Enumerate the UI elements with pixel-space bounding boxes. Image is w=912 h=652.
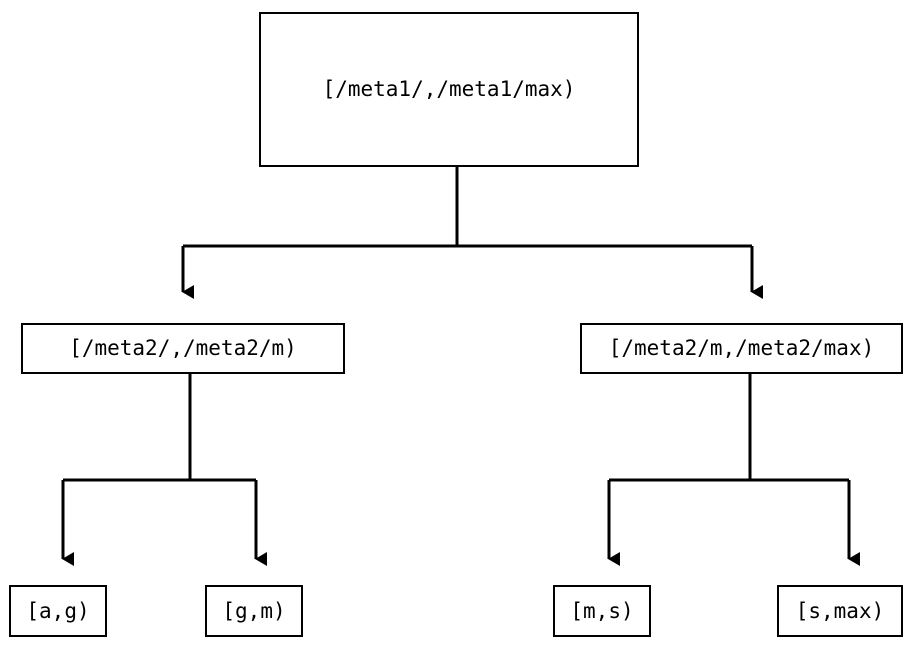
node-mid-right[interactable]: [/meta2/m,/meta2/max) xyxy=(580,323,903,374)
node-mid-left[interactable]: [/meta2/,/meta2/m) xyxy=(21,323,345,374)
node-root-label: [/meta1/,/meta1/max) xyxy=(322,77,576,101)
node-leaf-1[interactable]: [a,g) xyxy=(9,585,107,637)
node-leaf-3[interactable]: [m,s) xyxy=(553,585,651,637)
node-root[interactable]: [/meta1/,/meta1/max) xyxy=(259,12,639,167)
node-mid-right-label: [/meta2/m,/meta2/max) xyxy=(608,336,875,360)
node-leaf-2-label: [g,m) xyxy=(222,598,286,623)
edge-root-to-mid xyxy=(181,167,763,299)
node-leaf-2[interactable]: [g,m) xyxy=(205,585,303,637)
node-leaf-1-label: [a,g) xyxy=(26,598,90,623)
edge-midleft-to-leaves xyxy=(61,374,267,566)
node-mid-left-label: [/meta2/,/meta2/m) xyxy=(69,336,297,360)
edge-midright-to-leaves xyxy=(607,374,860,566)
node-leaf-4[interactable]: [s,max) xyxy=(777,585,903,637)
node-leaf-3-label: [m,s) xyxy=(570,598,634,623)
node-leaf-4-label: [s,max) xyxy=(795,598,885,623)
